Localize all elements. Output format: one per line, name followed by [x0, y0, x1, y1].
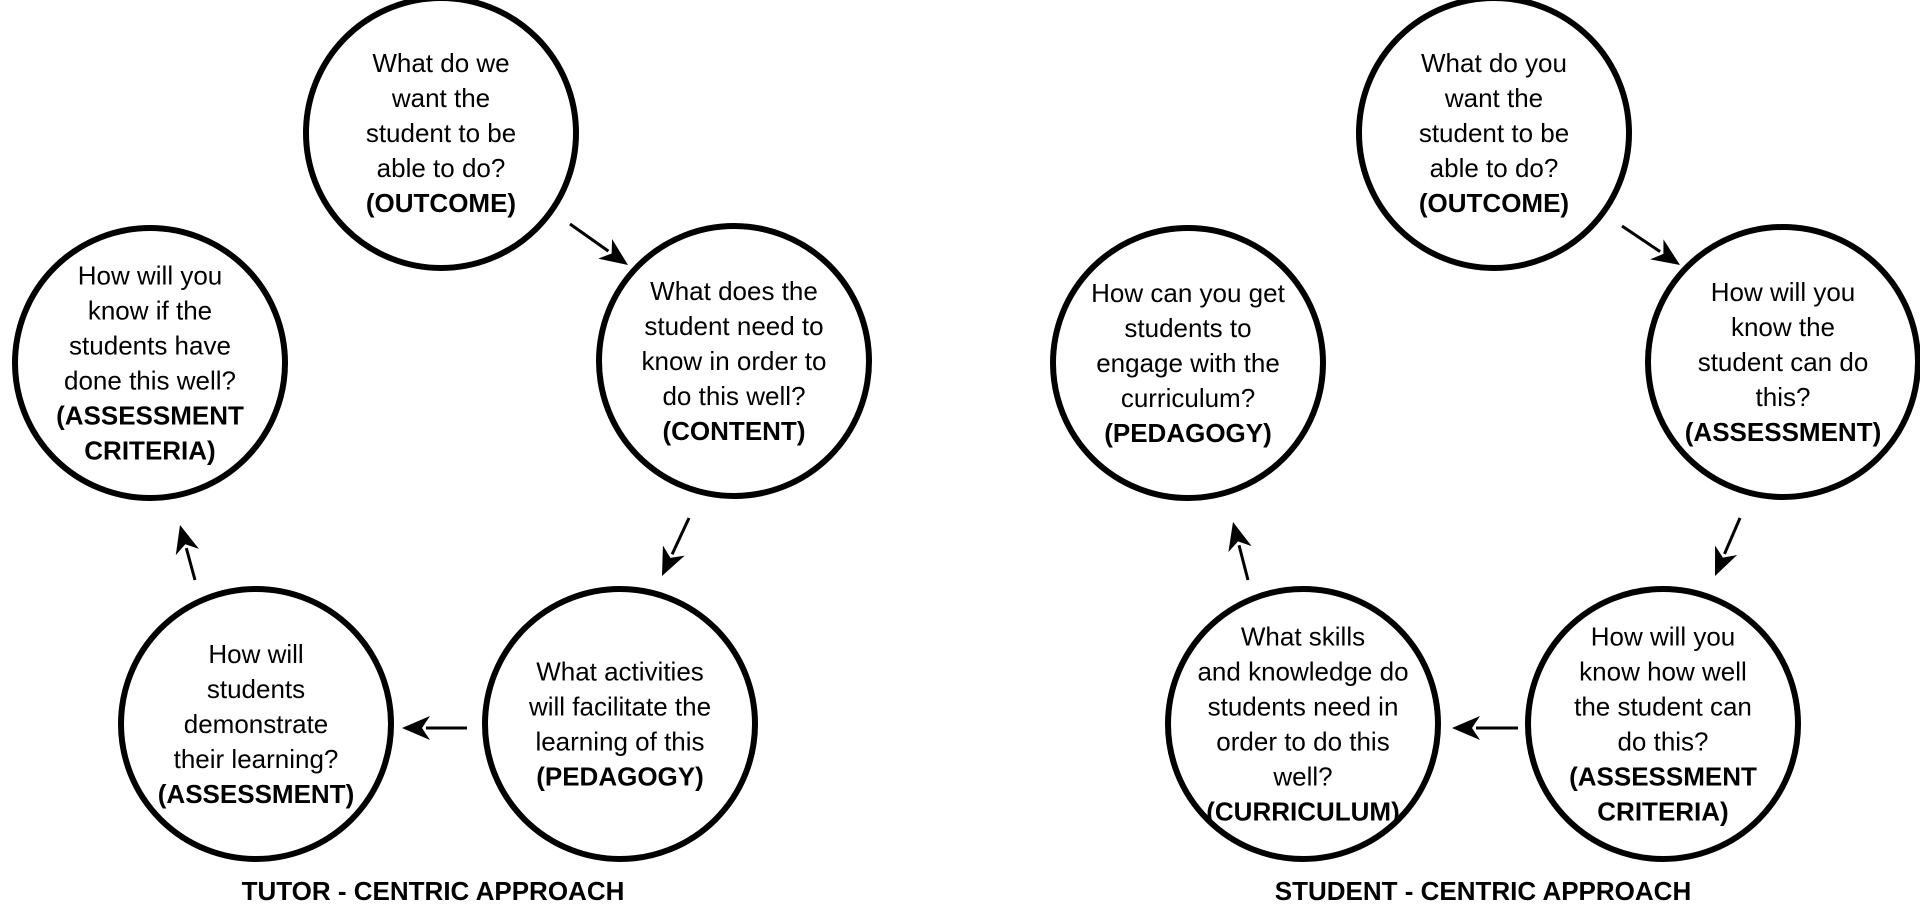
node-question-line: students have [69, 331, 231, 361]
node-category-label: CRITERIA) [1597, 797, 1728, 827]
cycle-node: How will you know if the students have done… [12, 225, 288, 501]
cycle-node: What activities will facilitate the learni… [482, 586, 758, 862]
arrow-head-icon [1650, 239, 1680, 265]
node-question-line: know if the [88, 296, 212, 326]
node-question-line: What activities [536, 657, 704, 687]
node-question-line: How will you [78, 261, 223, 291]
node-question-line: their learning? [174, 744, 339, 774]
arrow-shaft [184, 547, 197, 581]
node-question-line: want the [391, 83, 490, 113]
node-question-line: curriculum? [1121, 383, 1255, 413]
node-question-line: demonstrate [184, 709, 329, 739]
cycle-arrow [662, 517, 691, 576]
node-category-label: (OUTCOME) [1419, 188, 1569, 218]
cycle-node: How will you know the student can do this? (… [1645, 224, 1920, 500]
node-question-line: student to be [366, 118, 516, 148]
arrow-head-icon [598, 239, 628, 265]
node-circle [1165, 586, 1441, 862]
diagram-title: TUTOR - CENTRIC APPROACH [242, 876, 625, 906]
node-question-line: know in order to [642, 346, 827, 376]
node-circle [12, 225, 288, 501]
cycle-diagram-2: What do you want the student to be able to … [1050, 0, 1920, 906]
arrow-shaft [1723, 517, 1742, 555]
node-category-label: (ASSESSMENT) [1685, 417, 1881, 447]
node-question-line: and knowledge do [1197, 657, 1408, 687]
node-category-label: (OUTCOME) [366, 188, 516, 218]
arrow-shaft [569, 222, 610, 253]
node-question-line: students need in [1208, 692, 1399, 722]
node-circle [1525, 586, 1801, 862]
node-question-line: will facilitate the [528, 692, 711, 722]
node-category-label: CRITERIA) [84, 436, 215, 466]
node-question-line: this? [1756, 382, 1811, 412]
cycle-arrow [1715, 517, 1742, 576]
node-question-line: students to [1124, 313, 1251, 343]
arrow-shaft [1621, 224, 1661, 253]
node-category-label: (PEDAGOGY) [536, 762, 704, 792]
cycle-arrow [402, 716, 467, 740]
node-category-label: (ASSESSMENT [56, 401, 244, 431]
node-question-line: want the [1444, 83, 1543, 113]
node-category-label: (ASSESSMENT) [158, 779, 354, 809]
cycle-node: How will you know how well the student can… [1525, 586, 1801, 862]
node-question-line: How will you [1711, 277, 1856, 307]
arrow-head-icon [1715, 545, 1738, 576]
cycle-arrow [1621, 224, 1680, 265]
cycle-node: What does the student need to know in orde… [596, 223, 872, 499]
node-circle [596, 223, 872, 499]
node-circle [1050, 225, 1326, 501]
node-circle [303, 0, 579, 271]
node-question-line: What skills [1241, 622, 1365, 652]
cycle-node: What do you want the student to be able to … [1356, 0, 1632, 271]
node-question-line: students [207, 674, 305, 704]
node-question-line: student to be [1419, 118, 1569, 148]
cycle-arrow [1452, 716, 1518, 740]
arrow-head-icon [1452, 716, 1480, 740]
node-question-line: able to do? [377, 153, 506, 183]
node-question-line: done this well? [64, 366, 236, 396]
cycle-node: How will students demonstrate their learnin… [118, 586, 394, 862]
node-question-line: What do you [1421, 48, 1567, 78]
node-circle [1356, 0, 1632, 271]
node-question-line: student can do [1698, 347, 1869, 377]
node-question-line: know how well [1579, 657, 1747, 687]
node-category-label: (PEDAGOGY) [1104, 418, 1272, 448]
node-question-line: What does the [650, 276, 818, 306]
cycle-node: How can you get students to engage with th… [1050, 225, 1326, 501]
cycle-diagram-1: What do we want the student to be able to d… [12, 0, 872, 906]
cycle-node: What do we want the student to be able to d… [303, 0, 579, 271]
node-question-line: do this? [1617, 727, 1708, 757]
node-circle [118, 586, 394, 862]
node-question-line: How can you get [1091, 278, 1285, 308]
arrow-head-icon [402, 716, 430, 740]
arrow-head-icon [175, 525, 199, 556]
node-category-label: (CURRICULUM) [1206, 797, 1400, 827]
node-question-line: know the [1731, 312, 1835, 342]
node-circle [1645, 224, 1920, 500]
node-question-line: the student can [1574, 692, 1752, 722]
arrow-head-icon [1228, 522, 1252, 553]
node-question-line: How will [208, 639, 303, 669]
cycle-arrow [175, 525, 199, 581]
arrow-shaft [1237, 544, 1250, 581]
node-question-line: learning of this [535, 727, 704, 757]
cycle-arrow [569, 222, 628, 265]
node-question-line: do this well? [662, 381, 805, 411]
arrow-shaft [670, 517, 691, 555]
cycle-node: What skills and knowledge do students need… [1165, 586, 1441, 862]
node-question-line: order to do this [1216, 727, 1389, 757]
arrow-head-icon [662, 545, 685, 576]
node-category-label: (ASSESSMENT [1569, 762, 1757, 792]
diagram-title: STUDENT - CENTRIC APPROACH [1275, 876, 1691, 906]
node-question-line: What do we [372, 48, 509, 78]
node-question-line: How will you [1591, 622, 1736, 652]
cycle-arrow [1228, 522, 1252, 581]
node-circle [482, 586, 758, 862]
node-question-line: able to do? [1430, 153, 1559, 183]
node-question-line: engage with the [1096, 348, 1280, 378]
node-category-label: (CONTENT) [663, 416, 806, 446]
node-question-line: student need to [644, 311, 823, 341]
node-question-line: well? [1272, 762, 1332, 792]
